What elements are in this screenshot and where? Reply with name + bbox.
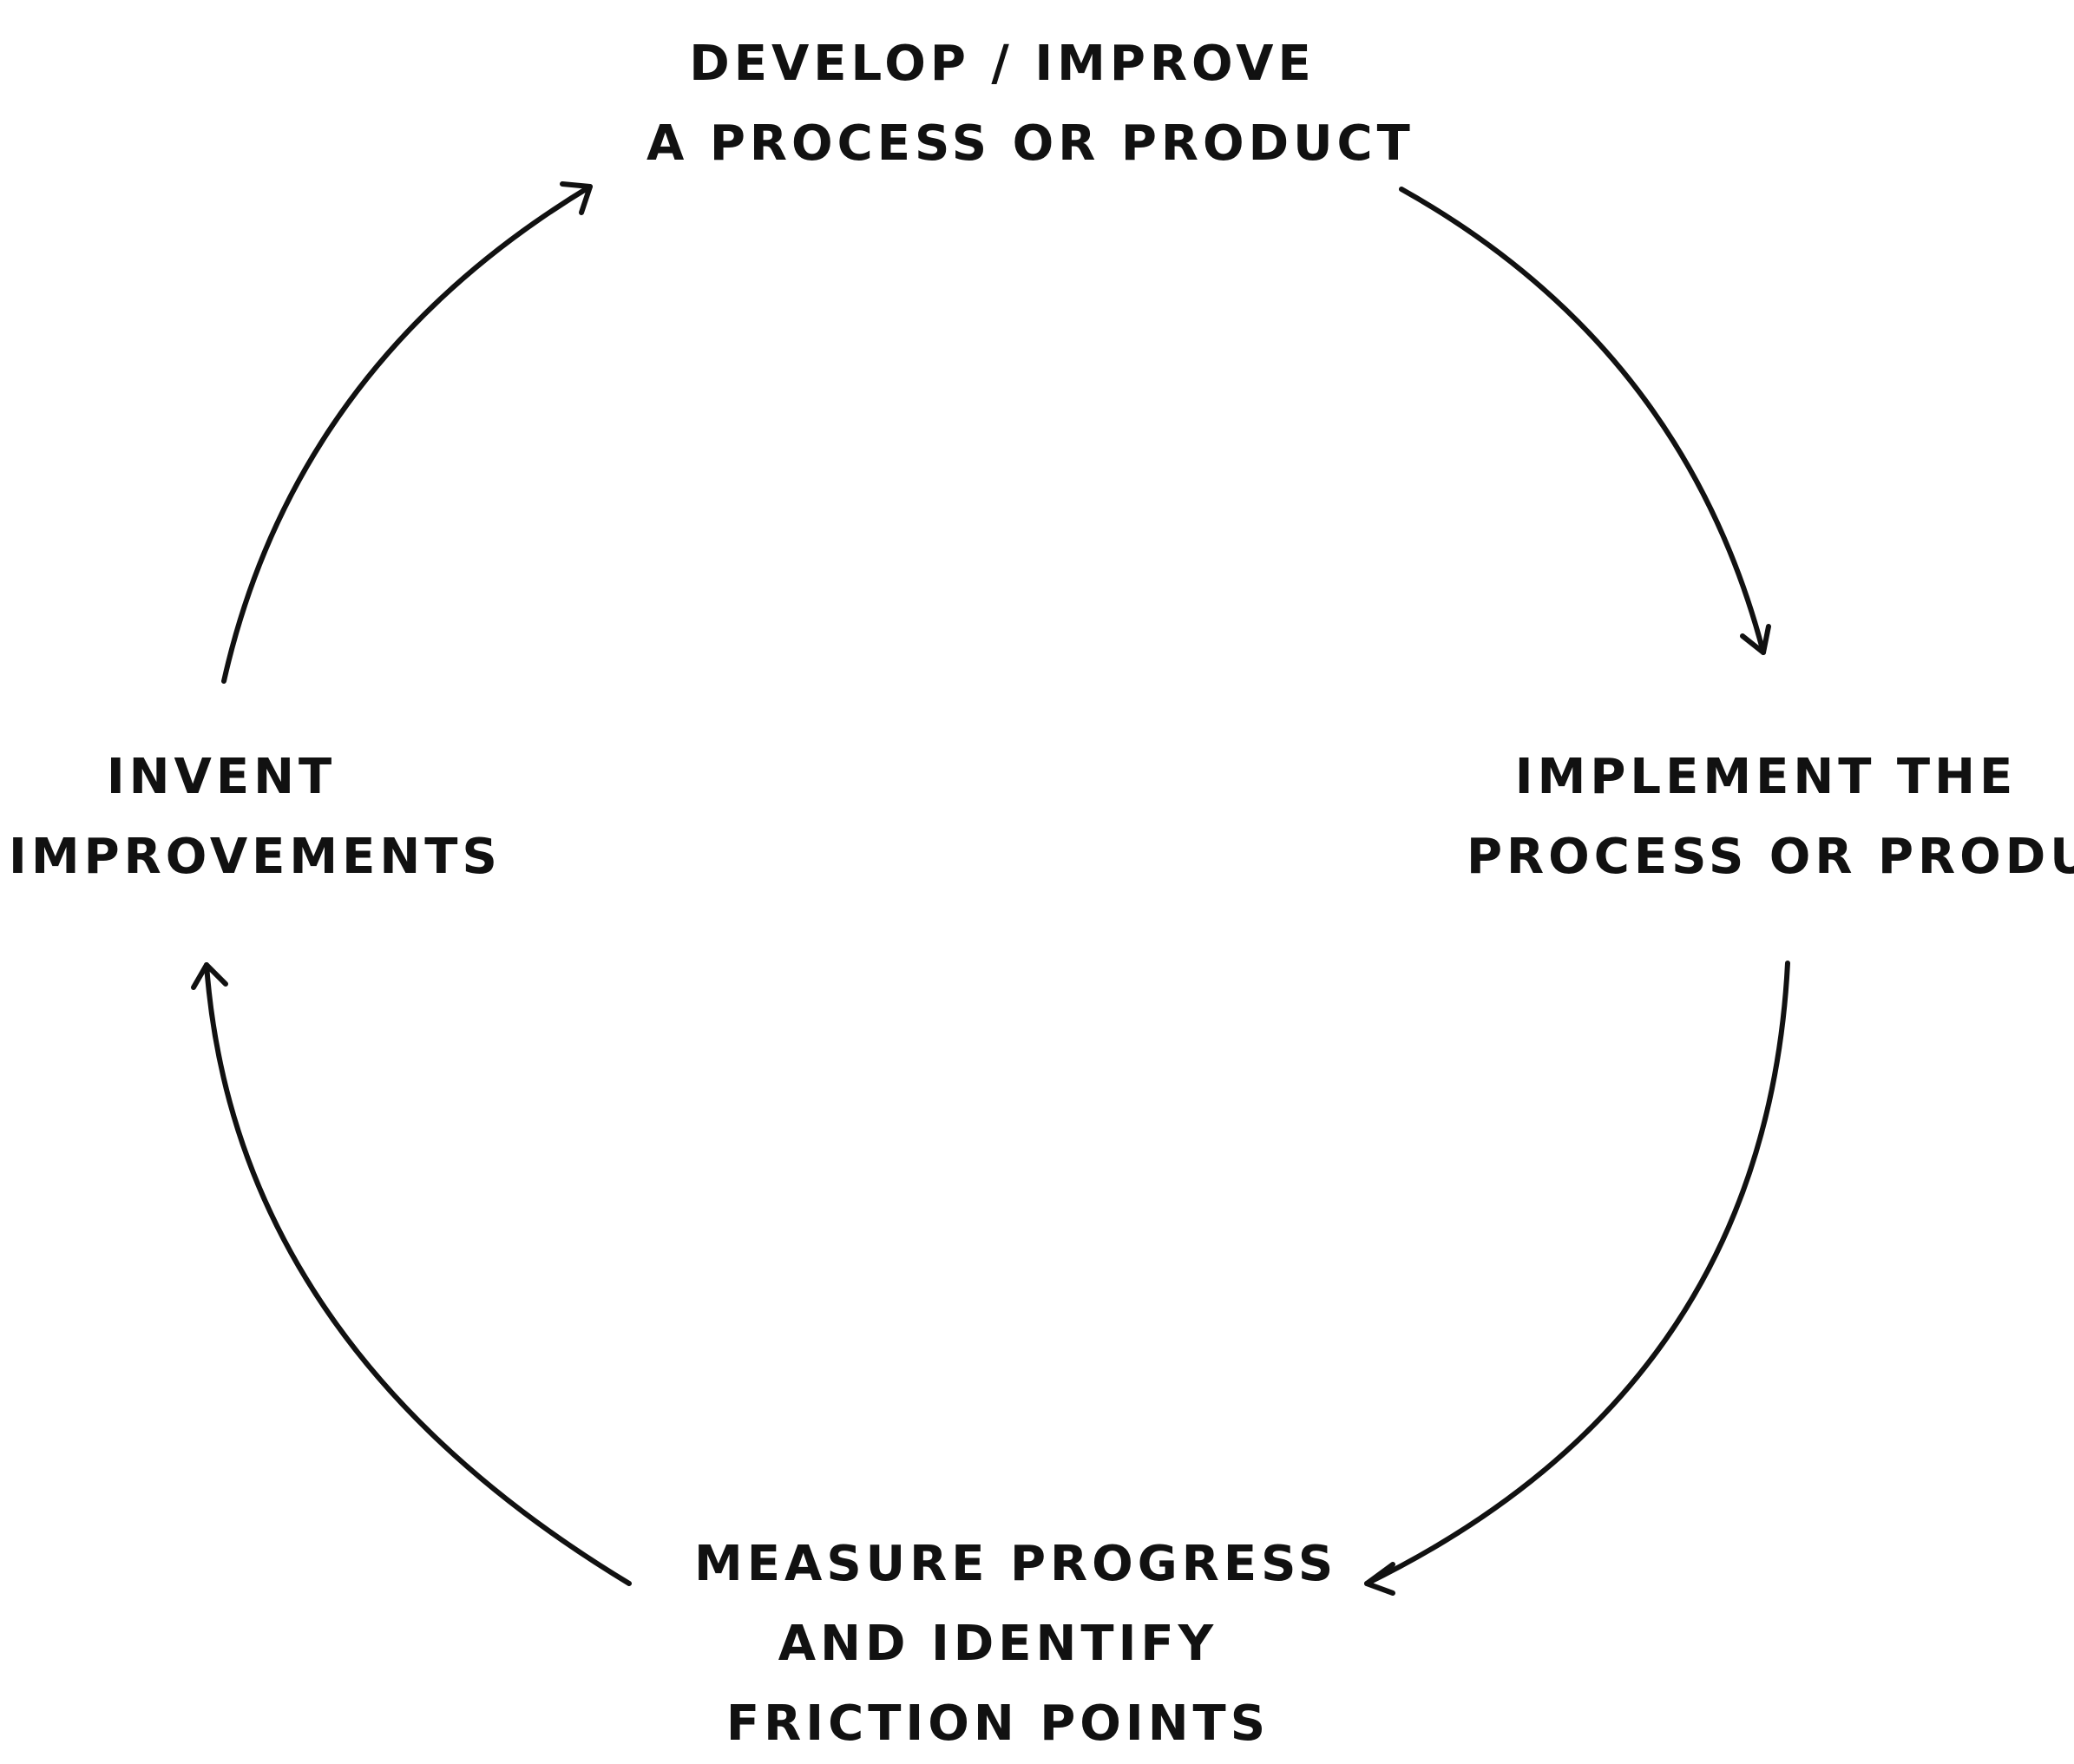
node-measure-line-2: AND IDENTIFY: [778, 1616, 1218, 1672]
arrow-measure-to-invent: [191, 962, 632, 1586]
arrow-develop-to-implement-curve: [1399, 187, 1766, 655]
arrow-measure-to-invent-head: [191, 962, 228, 990]
node-invent-line-2: IMPROVEMENTS: [9, 829, 502, 885]
arrow-measure-to-invent-curve: [204, 962, 632, 1586]
arrow-invent-to-develop-curve: [221, 184, 593, 684]
arrow-implement-to-measure-curve: [1364, 961, 1790, 1586]
node-develop-line-1: DEVELOP / IMPROVE: [689, 36, 1316, 92]
node-measure-line-1: MEASURE PROGRESS: [694, 1536, 1338, 1592]
node-measure-progress: MEASURE PROGRESS AND IDENTIFY FRICTION P…: [694, 1525, 1338, 1764]
node-measure-line-3: FRICTION POINTS: [725, 1695, 1270, 1752]
node-implement: IMPLEMENT THE PROCESS OR PRODUCT: [1467, 738, 2074, 897]
arrow-develop-to-implement-head: [1740, 624, 1771, 655]
node-invent-improvements: INVENT IMPROVEMENTS: [9, 738, 502, 897]
arrow-invent-to-develop-head: [560, 181, 593, 215]
node-invent-line-1: INVENT: [106, 749, 337, 805]
node-implement-line-2: PROCESS OR PRODUCT: [1467, 829, 2074, 885]
arrow-invent-to-develop: [221, 181, 593, 684]
node-develop-line-2: A PROCESS OR PRODUCT: [646, 115, 1414, 172]
arrow-develop-to-implement: [1399, 187, 1771, 655]
node-implement-line-1: IMPLEMENT THE: [1514, 749, 2018, 805]
node-develop-improve: DEVELOP / IMPROVE A PROCESS OR PRODUCT: [646, 24, 1414, 184]
arrow-implement-to-measure-head: [1364, 1562, 1395, 1596]
arrow-implement-to-measure: [1364, 961, 1790, 1596]
